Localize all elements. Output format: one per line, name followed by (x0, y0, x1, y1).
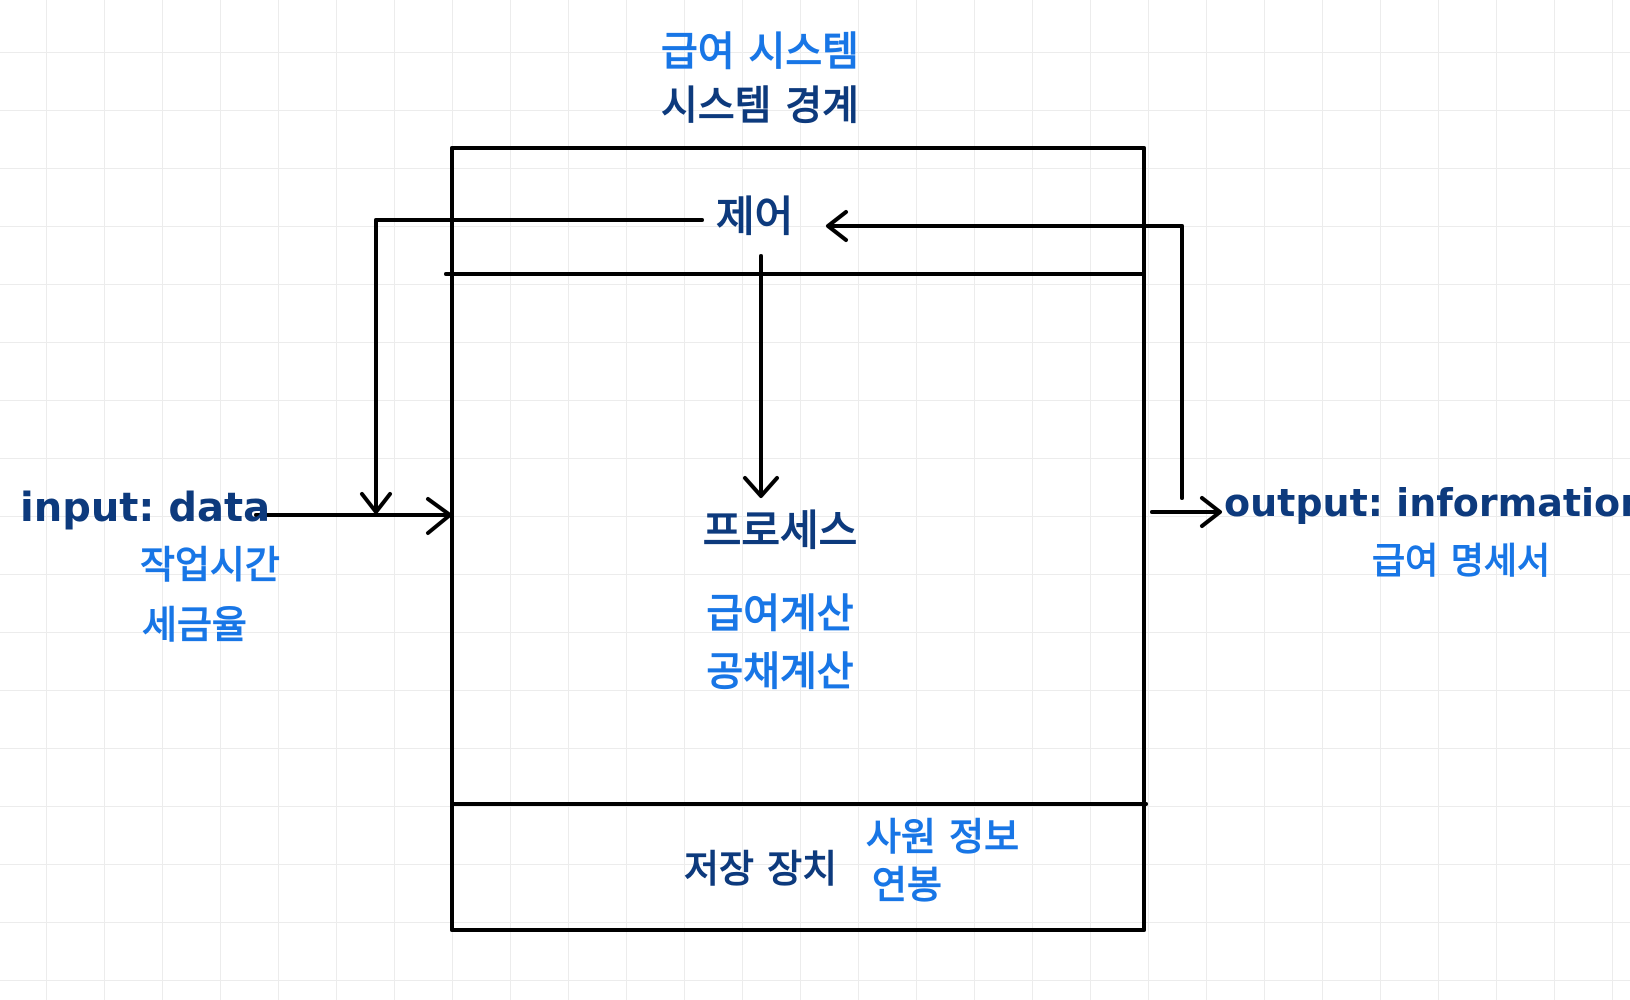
process-label: 프로세스 (702, 506, 858, 555)
output-to-control-arrowhead (826, 210, 848, 242)
output-arrowhead (1200, 496, 1222, 528)
storage-item-1: 사원 정보 (866, 815, 1020, 859)
process-item-1: 급여계산 (706, 591, 854, 637)
output-item-1: 급여 명세서 (1372, 541, 1551, 582)
output-label: output: information (1224, 481, 1630, 525)
process-item-2: 공채계산 (706, 649, 854, 695)
input-item-2: 세금율 (142, 603, 247, 647)
storage-label: 저장 장치 (684, 847, 838, 891)
storage-item-2: 연봉 (872, 863, 942, 907)
input-label: input: data (20, 485, 271, 531)
control-label: 제어 (716, 192, 794, 241)
diagram-title: 급여 시스템 시스템 경계 (640, 32, 880, 126)
title-line-2: 시스템 경계 (661, 83, 859, 129)
output-to-control-arrow (830, 224, 1184, 500)
system-boundary-box (450, 146, 1146, 932)
control-to-input-arrowhead (360, 492, 392, 514)
control-to-process-arrowhead (743, 476, 779, 498)
input-arrowhead (426, 497, 452, 535)
title-line-1: 급여 시스템 (661, 29, 859, 75)
control-to-input-arrow (374, 218, 704, 510)
input-item-1: 작업시간 (140, 543, 280, 587)
